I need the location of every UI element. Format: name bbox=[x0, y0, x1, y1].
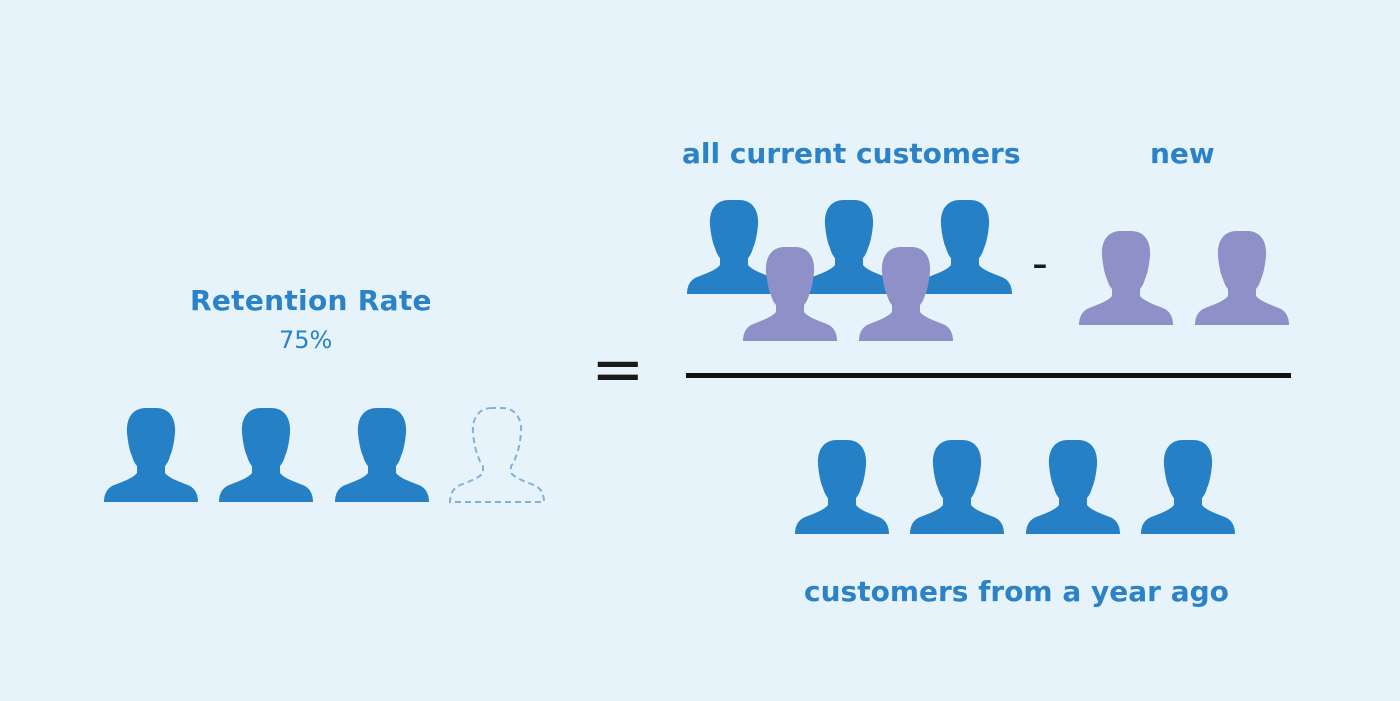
minus-sign: - bbox=[1032, 238, 1048, 289]
current-new-customer-icon bbox=[859, 247, 953, 341]
retention-rate-title: Retention Rate bbox=[190, 284, 432, 317]
current-existing-customer-icon bbox=[918, 200, 1012, 294]
new-customers-label: new bbox=[1150, 137, 1215, 170]
year-ago-customer-icon bbox=[1026, 440, 1120, 534]
customers-year-ago-label: customers from a year ago bbox=[804, 575, 1229, 608]
current-existing-customer-icon bbox=[687, 200, 781, 294]
new-customer-icon bbox=[1195, 231, 1289, 325]
lost-customer-icon bbox=[448, 407, 546, 503]
current-new-customer-icon bbox=[743, 247, 837, 341]
retention-rate-value: 75% bbox=[279, 326, 333, 354]
year-ago-customer-icon bbox=[1141, 440, 1235, 534]
year-ago-customer-icon bbox=[795, 440, 889, 534]
new-customer-icon bbox=[1079, 231, 1173, 325]
year-ago-customer-icon bbox=[910, 440, 1004, 534]
current-existing-customer-icon bbox=[802, 200, 896, 294]
retained-customer-icon bbox=[219, 408, 313, 502]
retained-customer-icon bbox=[104, 408, 198, 502]
all-current-customers-label: all current customers bbox=[682, 137, 1021, 170]
equals-sign: = bbox=[591, 333, 645, 407]
retained-customer-icon bbox=[335, 408, 429, 502]
fraction-bar bbox=[686, 373, 1291, 378]
